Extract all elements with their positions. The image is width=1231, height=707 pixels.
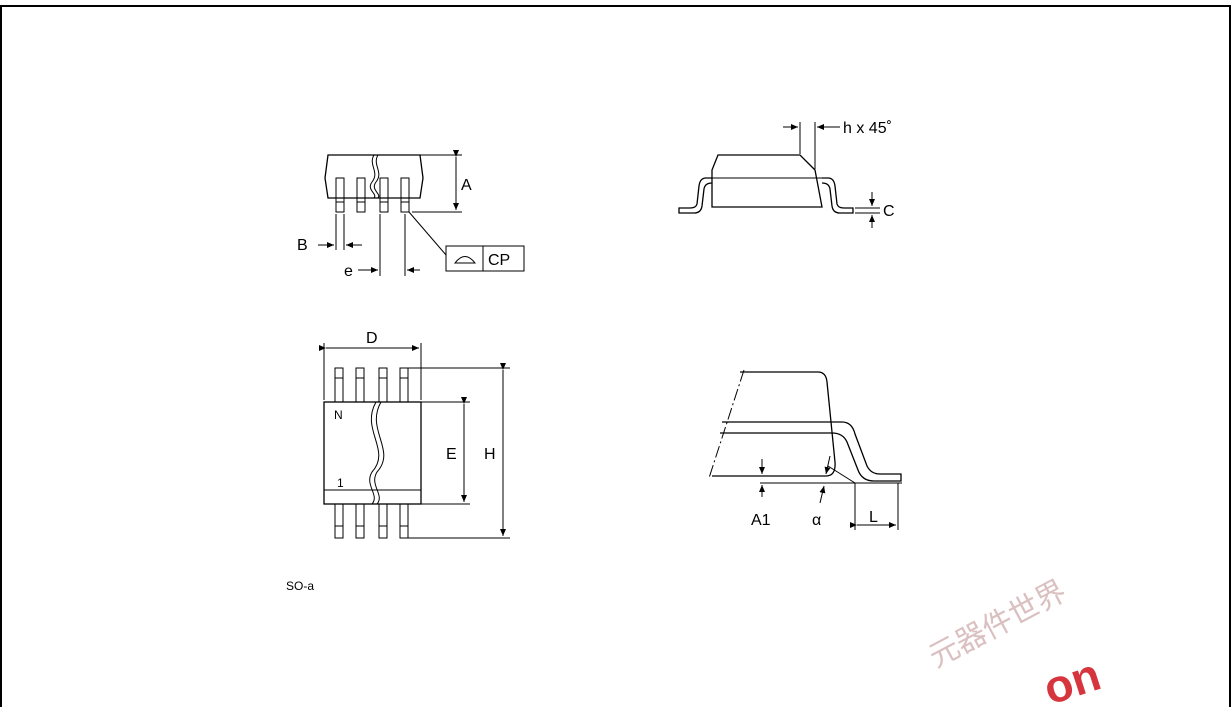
svg-text:元器件世界: 元器件世界 <box>924 575 1072 675</box>
side-view-drawing <box>318 150 525 276</box>
coplanarity-label: CP <box>488 252 510 269</box>
figure-caption: SO-a <box>286 579 314 593</box>
dim-label-D: D <box>366 330 378 347</box>
dim-label-e: e <box>344 263 353 280</box>
top-view-leads-bottom <box>334 503 409 539</box>
end-view-drawing <box>678 122 880 228</box>
dim-label-B: B <box>297 237 308 254</box>
dim-label-A: A <box>461 177 472 194</box>
svg-text:on: on <box>1037 648 1107 707</box>
coplanarity-tolerance-frame <box>445 245 525 272</box>
pin-1-marker: 1 <box>337 476 344 490</box>
top-view-leads-top <box>334 367 409 403</box>
dim-label-C: C <box>883 203 895 220</box>
figure-border <box>0 5 1231 707</box>
dim-label-L: L <box>869 509 878 526</box>
angle-label-alpha: α <box>812 512 821 529</box>
side-view-leads <box>335 177 410 213</box>
dim-label-E: E <box>446 446 457 463</box>
dim-label-H: H <box>484 446 496 463</box>
lead-detail-drawing <box>708 369 902 530</box>
pin-N-marker: N <box>334 408 343 422</box>
dim-label-A1: A1 <box>751 512 771 529</box>
chamfer-label: h x 45˚ <box>843 120 892 137</box>
top-view-drawing <box>319 343 510 539</box>
watermark-logo: 元器件世界 on <box>924 575 1107 707</box>
